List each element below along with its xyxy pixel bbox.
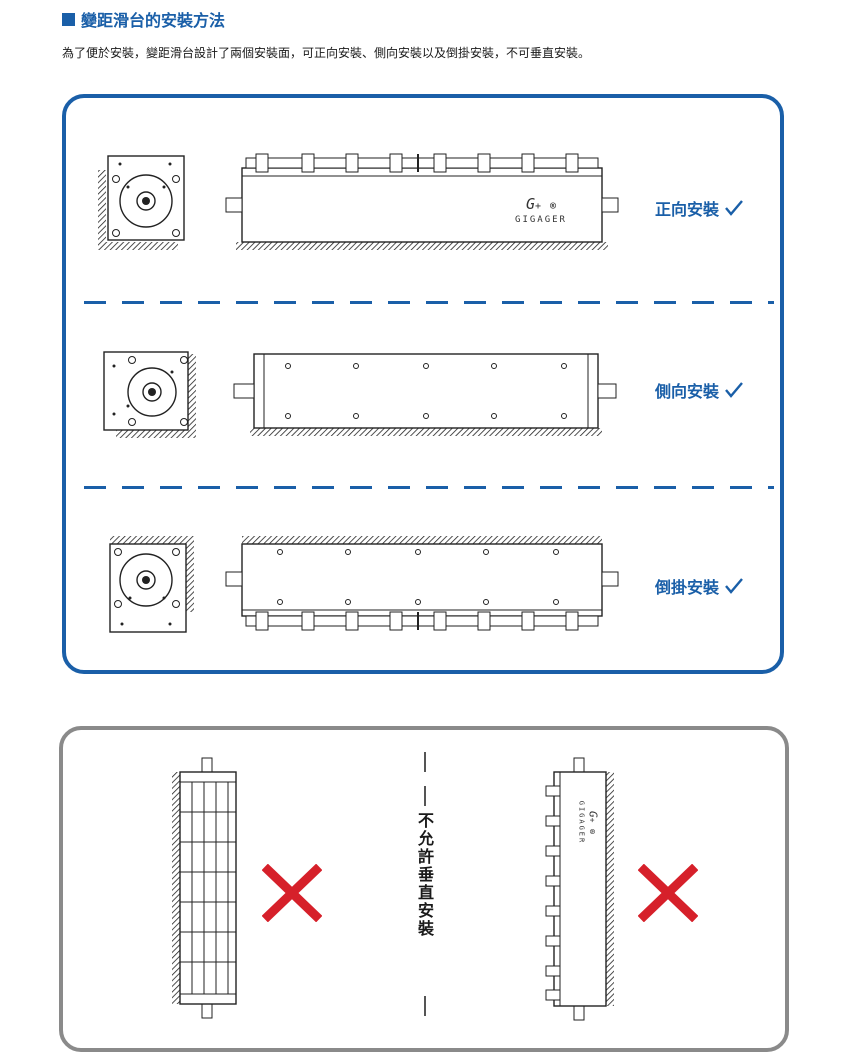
inverted-mount-motor-figure (109, 536, 194, 633)
checkmark-icon (725, 382, 743, 398)
forward-mount-motor-figure (98, 155, 185, 250)
vertical-divider-bottom (424, 996, 426, 1016)
vertical-divider-upper (424, 786, 426, 806)
disallowed-panel (59, 726, 789, 1052)
vertical-mount-right-figure (545, 757, 614, 1021)
forward-mount-label: 正向安裝 (655, 196, 743, 220)
side-mount-motor-figure (103, 351, 196, 438)
separator-dashed-1 (84, 301, 774, 304)
checkmark-icon (725, 200, 743, 216)
section-description: 為了便於安裝，變距滑台設計了兩個安裝面，可正向安裝、側向安裝以及倒掛安裝，不可垂… (62, 46, 591, 60)
section-title: 變距滑台的安裝方法 (62, 8, 225, 30)
brand-logo: G+ ® GIGAGER (515, 195, 567, 225)
allowed-panel (62, 94, 784, 674)
side-mount-slide-figure (233, 353, 617, 436)
square-bullet-icon (62, 12, 75, 26)
disallowed-x-mark-right-icon (638, 864, 698, 922)
vertical-divider-top (424, 752, 426, 772)
inverted-mount-label: 倒掛安裝 (655, 574, 743, 598)
separator-dashed-2 (84, 486, 774, 489)
vertical-mount-left-figure (172, 757, 237, 1019)
disallowed-x-mark-left-icon (262, 864, 322, 922)
side-mount-label: 側向安裝 (655, 378, 743, 402)
section-title-text: 變距滑台的安裝方法 (81, 11, 226, 30)
brand-logo-rotated: G+ ® GIGAGER (577, 800, 600, 845)
disallowed-label: 不允許垂直安裝 (415, 812, 434, 938)
forward-mount-slide-figure (225, 153, 619, 250)
inverted-mount-slide-figure (225, 536, 619, 631)
checkmark-icon (725, 578, 743, 594)
